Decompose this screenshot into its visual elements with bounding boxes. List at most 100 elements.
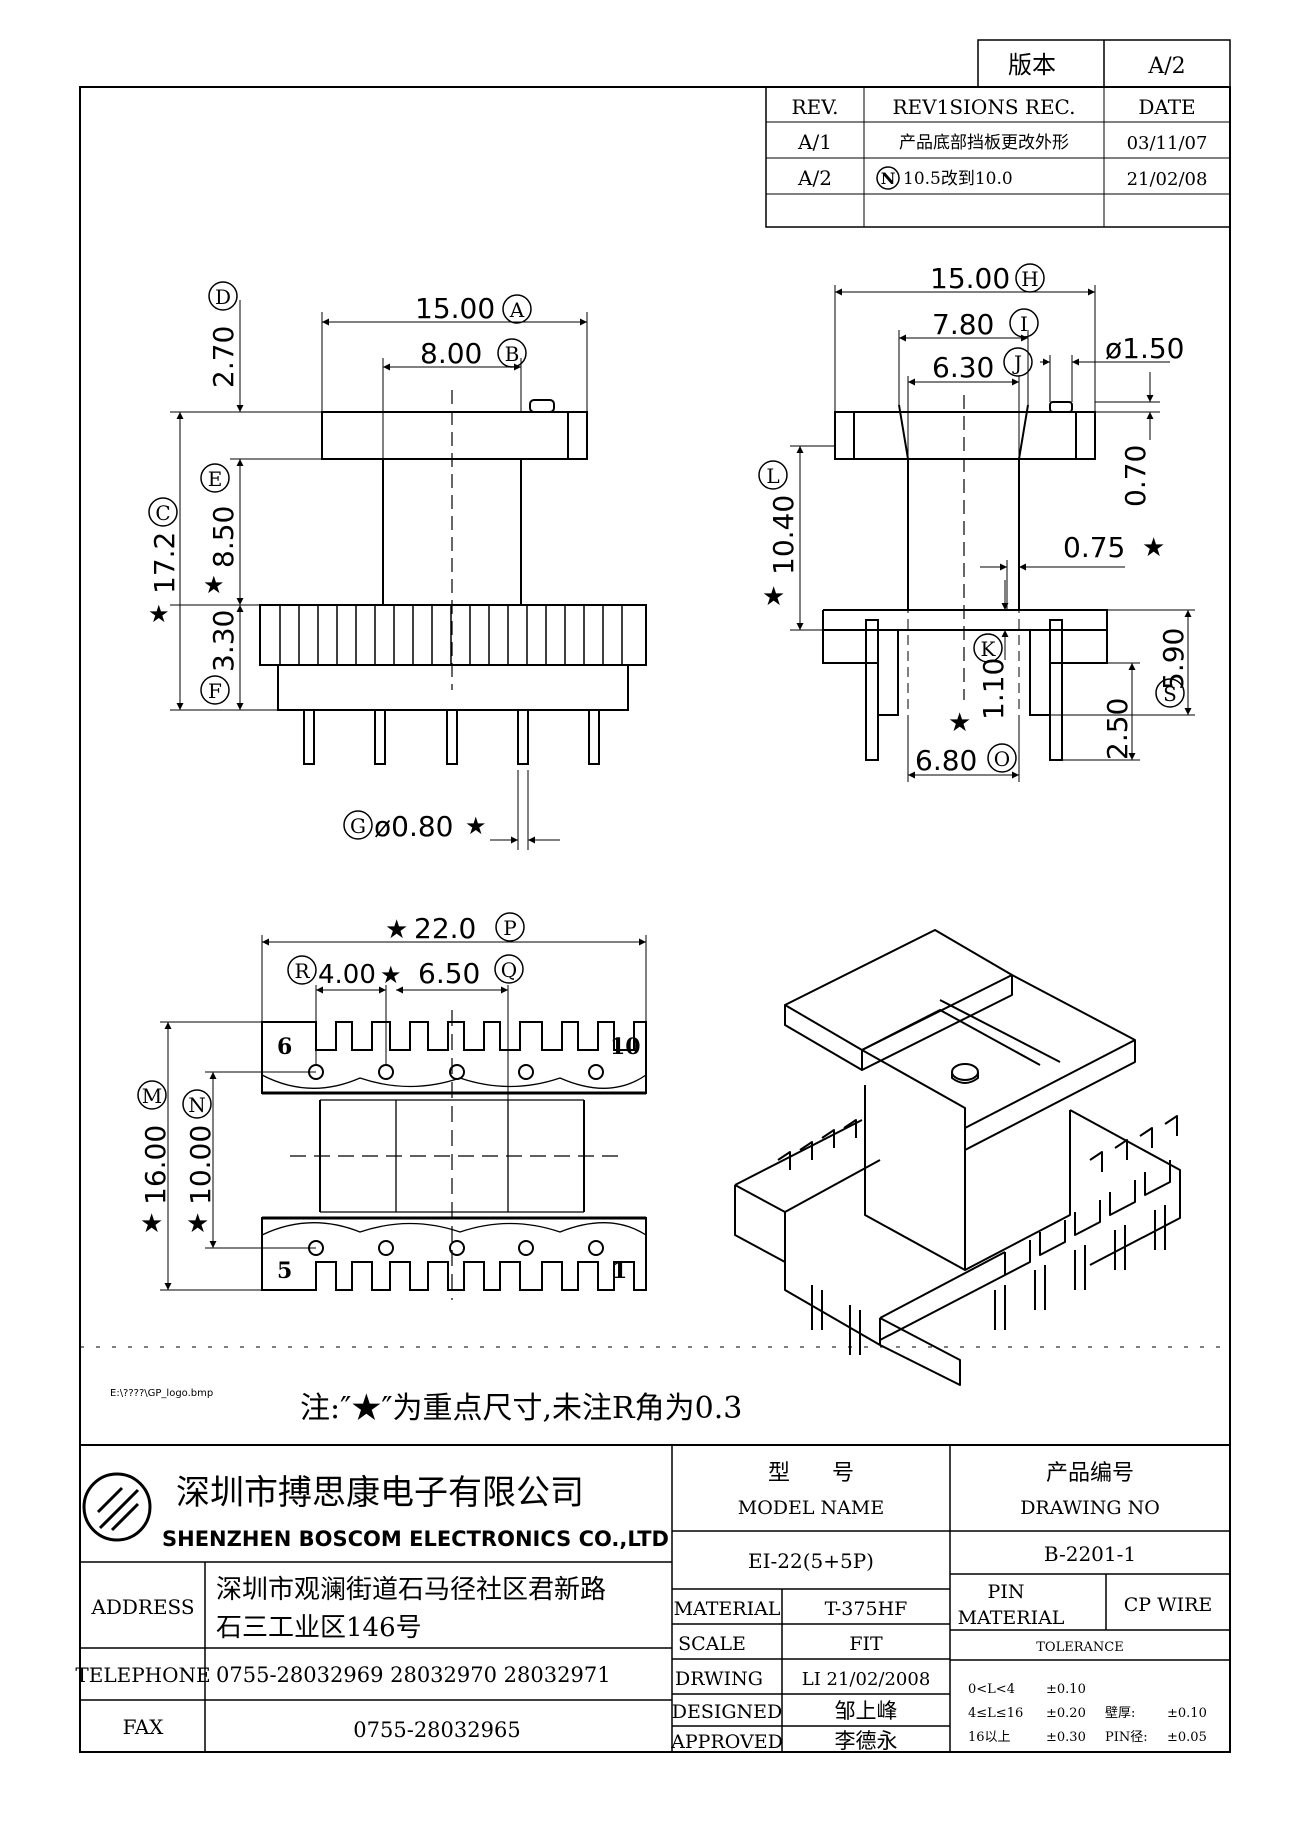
ref-c: C [155,501,170,525]
tol-row1-value: ±0.10 [1046,1682,1086,1697]
side-view-labels: 15.00 H 7.80 I 6.30 J ø1.50 0.70 0.75 ★ … [758,262,1190,777]
dim-k-value: 1.10 [977,658,1010,720]
dim-n-value: 10.00 [184,1125,217,1205]
tol-row3-range: 16以上 [968,1730,1011,1745]
dim-i-value: 7.80 [932,308,994,341]
dim-b-value: 8.00 [420,337,482,370]
dim-f-value: 3.30 [207,610,240,672]
front-view [259,390,647,765]
dim-q-value: 6.50 [418,957,480,990]
tol-row2-wall-label: 壁厚: [1105,1706,1135,1721]
ref-o-circle [987,743,1017,773]
ref-a-circle [502,294,532,324]
pin-label-5: 5 [277,1258,292,1284]
ref-l: L [766,464,779,488]
ref-f: F [208,679,222,703]
material-label: MATERIAL [674,1598,781,1620]
tol-row1-range: 0<L<4 [968,1682,1015,1697]
fax-value: 0755-28032965 [353,1718,520,1742]
address-label: ADDRESS [90,1595,194,1619]
ref-k-circle [973,633,1003,663]
dim-m-value: 16.00 [139,1125,172,1205]
ref-s-circle [1155,678,1185,708]
bottom-view-labels: ★ 22.0 P R 4.00 ★ 6.50 Q M 16.00 ★ N 10.… [137,912,641,1284]
ref-d: D [215,285,231,309]
dim-g-value: ø0.80 [374,810,453,843]
ref-k: K [981,637,997,661]
ref-n: N [188,1093,206,1117]
dim-c-value: 17.2 [148,532,181,594]
bottom-view-dimensions [160,935,647,1291]
rev-row1-desc: 产品底部挡板更改外形 [899,133,1069,153]
ref-p-circle [495,912,525,942]
pin-value: CP WIRE [1124,1594,1213,1616]
dim-g-star: ★ [465,812,487,840]
ref-c-circle [148,497,178,527]
company-name-en: SHENZHEN BOSCOM ELECTRONICS CO.,LTD [162,1527,669,1551]
address-line2: 石三工业区146号 [216,1613,422,1643]
dim-075-value: 0.75 [1063,531,1125,564]
version-value: A/2 [1147,54,1185,79]
address-line1: 深圳市观澜街道石马径社区君新路 [216,1575,606,1605]
dim-k-star: ★ [948,708,971,738]
ref-g-circle [343,810,373,840]
pin-label-1: 1 [612,1258,627,1284]
ref-s: S [1163,682,1177,706]
ref-r-circle [287,955,317,985]
rev-row1-date: 03/11/07 [1127,133,1208,154]
company-logo [82,1472,152,1542]
dim-d-value: 2.70 [207,326,240,388]
pin-label-10: 10 [610,1034,641,1060]
ref-n-circle [182,1089,212,1119]
drawing-value: B-2201-1 [1044,1542,1136,1566]
rev-header-date: DATE [1138,95,1195,119]
version-label: 版本 [1008,51,1056,79]
rev-row2-date: 21/02/08 [1127,169,1208,190]
pin-label-6: 6 [277,1034,292,1060]
ref-j: J [1012,351,1022,375]
ref-m-circle [137,1080,167,1110]
rev-row1-rev: A/1 [797,130,832,154]
ref-q: Q [501,958,517,982]
front-base-slots [279,605,623,665]
ref-h: H [1021,267,1038,291]
tol-row2-value: ±0.20 [1046,1706,1086,1721]
side-view [822,395,1108,761]
ref-b-circle [497,338,527,368]
dim-q-star: ★ [380,961,402,989]
rev-header-rec: REV1SIONS REC. [893,95,1076,119]
ref-a: A [509,298,525,322]
material-value: T-375HF [825,1598,908,1620]
dim-075-star: ★ [1142,533,1165,563]
telephone-value: 0755-28032969 28032970 28032971 [216,1663,611,1687]
drwing-value: LI 21/02/2008 [802,1669,931,1690]
model-value: EI-22(5+5P) [748,1549,874,1573]
ref-o: O [994,747,1010,771]
ref-i-circle [1009,308,1039,338]
dim-m-star: ★ [140,1209,163,1239]
approved-value: 李德永 [835,1729,898,1753]
dim-j-value: 6.30 [932,351,994,384]
tol-row3-value: ±0.30 [1046,1730,1086,1745]
model-label-cn: 型 号 [768,1461,854,1486]
ref-h-circle [1015,263,1045,293]
title-block [80,1444,1230,1752]
dim-hole-value: ø1.50 [1105,332,1184,365]
dim-l-value: 10.40 [767,495,800,575]
dim-a-value: 15.00 [415,292,495,325]
approved-label: APPROVED [670,1731,783,1753]
version-box: 版本 A/2 [977,39,1231,88]
tol-row3-pin-label: PIN径: [1105,1730,1148,1745]
tol-row3-pin-value: ±0.05 [1167,1730,1207,1745]
rev-row2-mark: N [881,169,896,188]
designed-label: DESIGNED [672,1701,783,1723]
ref-p: P [503,916,516,940]
dim-c-star: ★ [148,600,170,628]
designed-value: 邹上峰 [835,1699,898,1723]
dim-e-star: ★ [203,571,225,599]
ref-b: B [505,342,520,366]
side-view-dimensions [790,285,1195,782]
drwing-label: DRWING [675,1668,763,1690]
dim-e-value: 8.50 [207,506,240,568]
